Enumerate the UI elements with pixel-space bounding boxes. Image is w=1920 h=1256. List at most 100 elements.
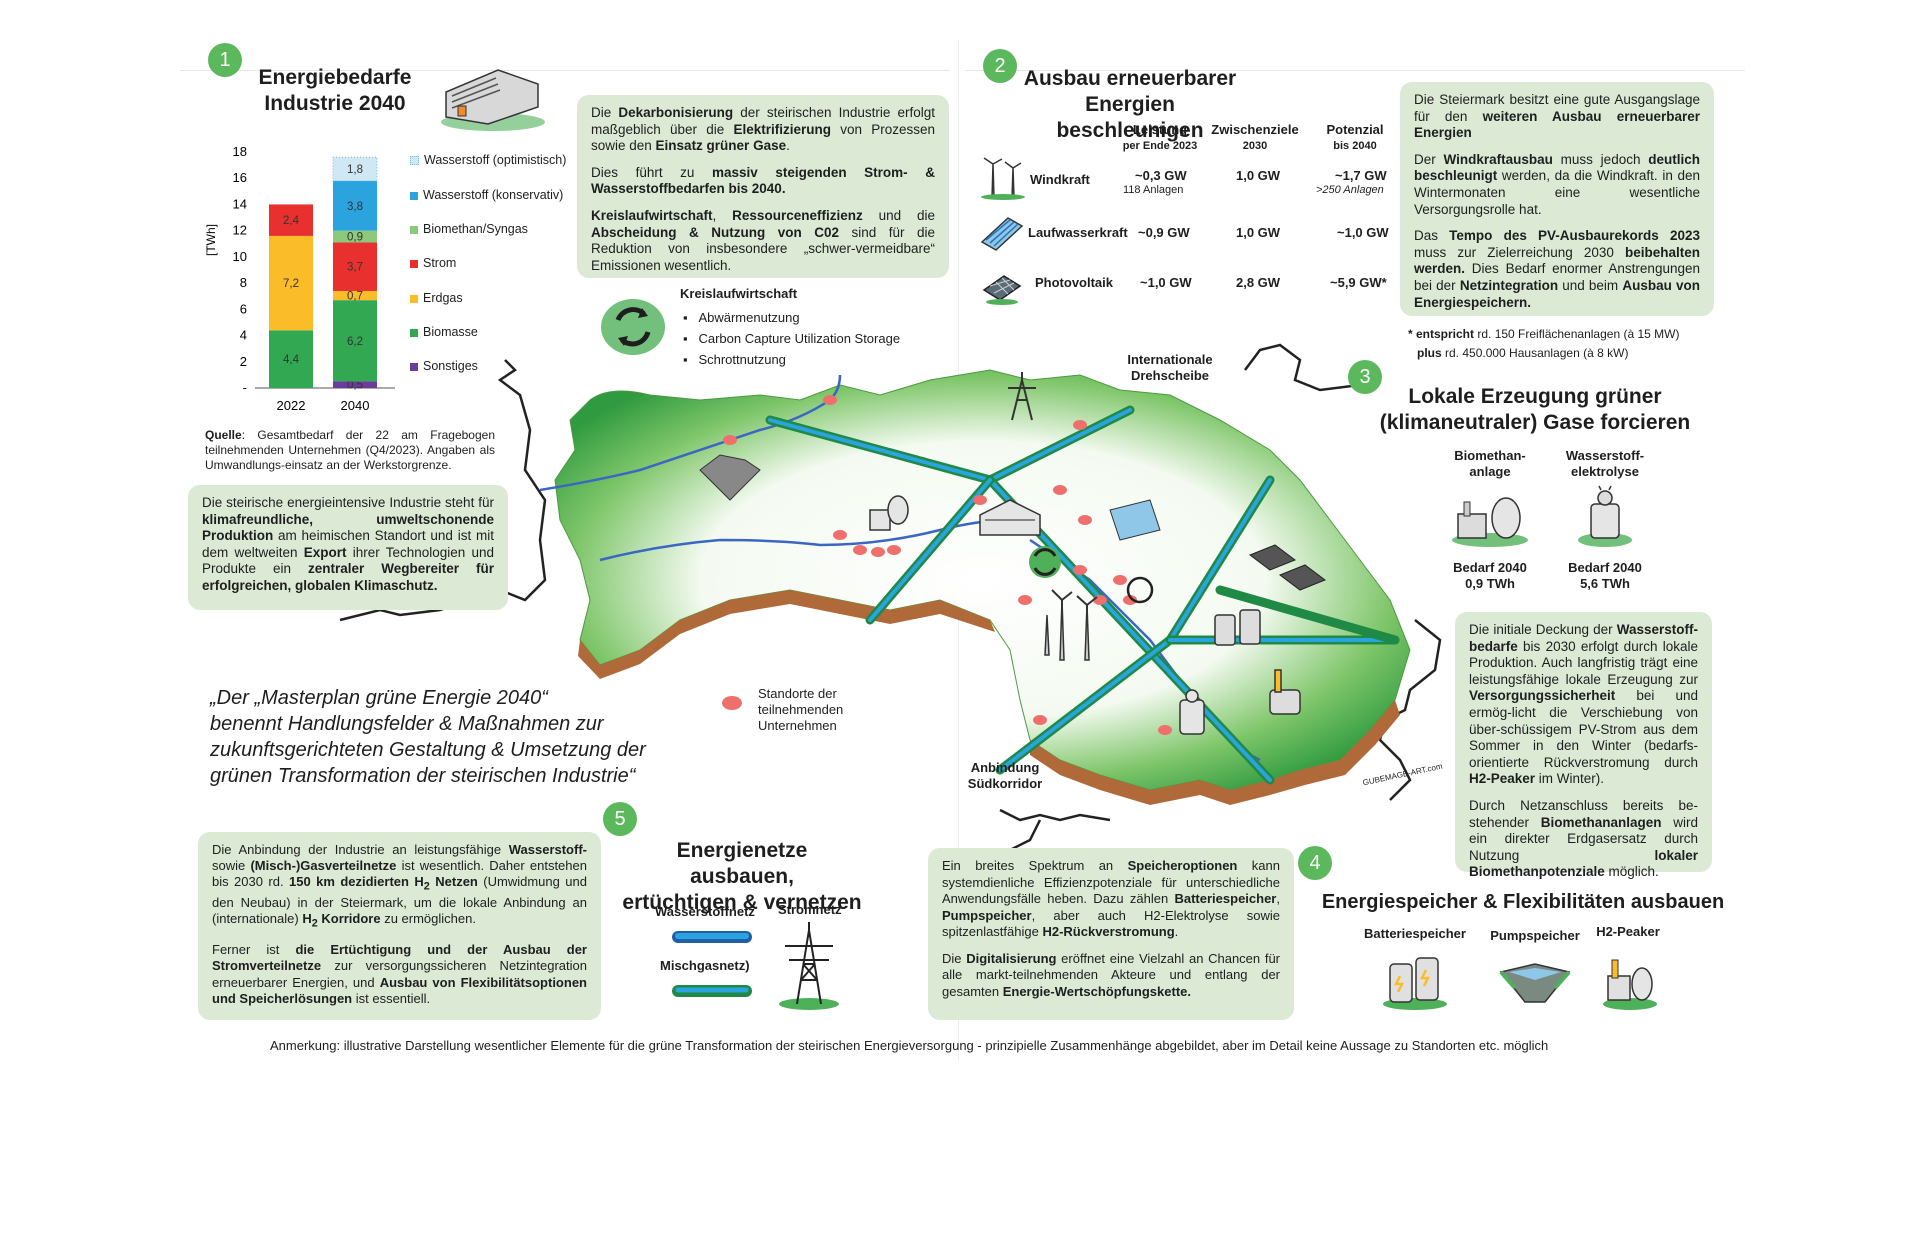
legend-mixgas-label: Mischgasnetz): [660, 958, 750, 973]
power-tower-icon: [779, 922, 839, 1010]
factory-icon: [441, 69, 545, 131]
legend-swatch: [410, 191, 418, 200]
border-line-west: [339, 359, 547, 622]
bar-segment: [333, 381, 377, 388]
wind-turbine-icons: [1044, 589, 1098, 661]
hydrogen-pipe-icon: [672, 931, 752, 943]
storage-label-peaker: H2-Peaker: [1596, 924, 1660, 939]
legend-sonstiges: Sonstiges: [410, 359, 478, 373]
map-shape: [554, 369, 1411, 791]
bar-segment: [333, 180, 377, 231]
h2-peaker-icon: [1603, 959, 1657, 1010]
industry-info-box: Die steirische energieintensive Industri…: [188, 485, 508, 610]
y-axis-label: [TWh]: [205, 224, 218, 256]
chart-source: Quelle: Gesamtbedarf der 22 am Frageboge…: [205, 428, 495, 472]
storage-label-battery: Batteriespeicher: [1364, 926, 1466, 941]
hub-label: Internationale Drehscheibe: [1127, 352, 1213, 383]
data-label: 3,7: [347, 262, 363, 274]
electrolyser-map-icon: [1179, 689, 1205, 735]
y-tick-label: 16: [233, 170, 247, 185]
section2-number: 2: [983, 49, 1017, 83]
data-label: 3,8: [347, 201, 363, 213]
biomethan-map-icon: [869, 495, 909, 531]
biomethan-demand: Bedarf 2040 0,9 TWh: [1453, 560, 1527, 591]
section4-number: 4: [1298, 846, 1332, 880]
networks-box: Die Anbindung der Industrie an leistungs…: [198, 832, 601, 1020]
circular-arrows-map-icon: [1029, 546, 1061, 578]
mixgas-pipe-icon: [672, 985, 752, 997]
legend-strom: Strom: [410, 256, 456, 270]
data-label: 7,2: [283, 278, 299, 290]
section3-number: 3: [1348, 360, 1382, 394]
y-tick-label: 14: [233, 196, 247, 211]
legend-biomethan: Biomethan/Syngas: [410, 222, 528, 236]
biomethan-label: Biomethan- anlage: [1454, 448, 1526, 479]
y-tick-label: 12: [233, 223, 247, 238]
data-label: 1,8: [347, 164, 363, 176]
section1-title: Energiebedarfe Industrie 2040: [258, 66, 412, 115]
border-line-south: [999, 808, 1111, 822]
legend-swatch: [410, 156, 419, 166]
y-tick-label: 10: [233, 249, 247, 264]
border-line-southwest: [1009, 819, 1042, 852]
sites-legend-dot: [722, 696, 742, 710]
circular-item: ▪ Schrottnutzung: [683, 352, 786, 367]
legend-wasserstoff-opt: Wasserstoff (optimistisch): [410, 153, 566, 167]
data-label: 2,4: [283, 215, 300, 227]
data-label: 0,7: [347, 291, 363, 303]
factory-icon: [979, 499, 1041, 536]
x-tick-label: 2022: [277, 398, 306, 410]
pumped-storage-icon: [1499, 963, 1571, 1003]
bar-segment: [269, 204, 313, 236]
h2-peaker-map-icon: [1269, 669, 1301, 715]
legend-hydrogen-label: Wasserstoffnetz: [655, 904, 755, 919]
solar-panel-icon: [982, 275, 1022, 305]
pumped-storage-map-icon: [699, 454, 761, 501]
legend-swatch: [410, 225, 418, 234]
battery-storage-icon: [1383, 957, 1447, 1010]
hub-circle: [1126, 576, 1154, 604]
biomethan-plant-icon: [1452, 497, 1528, 547]
col-header-leistung: Leistung per Ende 2023: [1122, 122, 1198, 152]
y-tick-zero: -: [243, 380, 247, 395]
battery-map-icon: [1214, 609, 1261, 646]
electrolysis-label: Wasserstoff- elektrolyse: [1565, 448, 1645, 479]
data-label: 0,5: [347, 380, 363, 392]
section1-number: 1: [208, 43, 242, 77]
section4-title: Energiespeicher & Flexibilitäten ausbaue…: [1321, 891, 1725, 913]
y-tick-label: 6: [240, 301, 247, 316]
solar-panel-icons: [1248, 544, 1327, 591]
data-label: 0,9: [347, 232, 363, 244]
hydro-icon: [980, 217, 1024, 251]
y-tick-label: 8: [240, 275, 247, 290]
bar-segment: [332, 156, 378, 182]
bar-segment: [269, 330, 313, 388]
bottom-note: Anmerkung: illustrative Darstellung wese…: [270, 1038, 1549, 1053]
electrolyser-icon: [1578, 485, 1632, 547]
circular-item: ▪ Carbon Capture Utilization Storage: [683, 331, 901, 346]
data-label: 4,4: [283, 354, 300, 366]
map-earth-edge: [1030, 700, 1400, 805]
col-header-potenzial: Potenzial bis 2040: [1326, 122, 1384, 152]
storage-label-pump: Pumpspeicher: [1490, 928, 1580, 943]
h2-demand: Bedarf 2040 5,6 TWh: [1568, 560, 1642, 591]
legend-power-label: Stromnetz: [778, 902, 842, 917]
sites-legend-label: Standorte der teilnehmenden Unternehmen: [758, 686, 844, 733]
section3-title: Lokale Erzeugung grüner (klimaneutraler)…: [1379, 385, 1691, 434]
circular-item: ▪ Abwärmenutzung: [683, 310, 800, 325]
circular-items: ▪ Abwärmenutzung ▪ Carbon Capture Utiliz…: [683, 307, 900, 370]
y-tick-label: 18: [233, 144, 247, 159]
masterplan-quote: „Der „Masterplan grüne Energie 2040“ ben…: [210, 687, 646, 787]
y-tick-label: 2: [240, 354, 247, 369]
section2-title: Ausbau erneuerbarer Energien beschleunig…: [1023, 67, 1237, 142]
south-corridor-label: Anbindung Südkorridor: [967, 760, 1043, 791]
legend-wasserstoff-kons: Wasserstoff (konservativ): [410, 188, 563, 202]
green-gas-box: Die initiale Deckung der Wasserstoff-bed…: [1455, 612, 1712, 879]
storage-box: Ein breites Spektrum an Speicheroptionen…: [928, 848, 1294, 1020]
legend-erdgas: Erdgas: [410, 291, 463, 305]
bar-segment: [333, 300, 377, 382]
y-tick-label: 4: [240, 328, 247, 343]
section5-title: Energienetze ausbauen, ertüchtigen & ver…: [622, 839, 862, 914]
bar-segment: [333, 242, 377, 291]
